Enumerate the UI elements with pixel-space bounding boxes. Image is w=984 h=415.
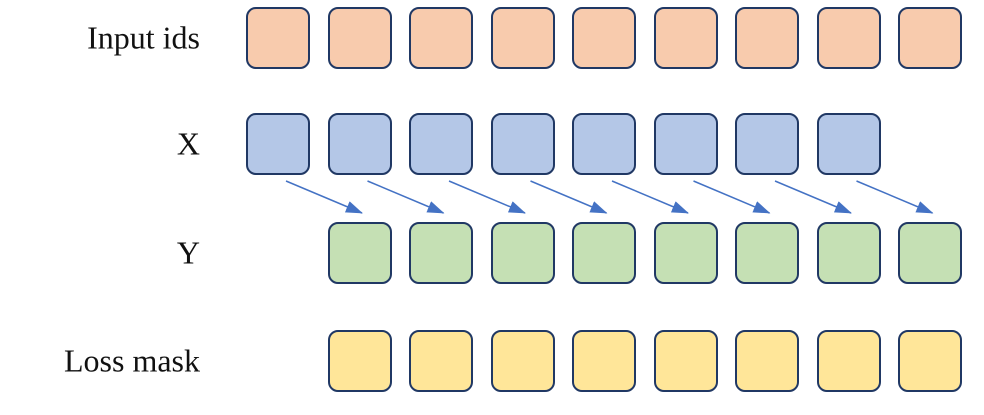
loss-mask-token-box [327, 330, 392, 392]
shift-arrow [285, 180, 363, 214]
shift-arrow [774, 180, 852, 214]
x-token-box [490, 113, 555, 175]
y-token-box [735, 222, 799, 284]
input-ids-token-box [409, 7, 473, 69]
y-token-box [898, 222, 962, 284]
shift-arrow [856, 180, 934, 214]
input-ids-token-box [898, 7, 962, 69]
shift-arrow [693, 180, 771, 214]
y-token-box [490, 222, 555, 284]
y-token-box [572, 222, 636, 284]
loss-mask-token-box [653, 330, 718, 392]
input-ids-token-box [246, 7, 310, 69]
y-token-box [816, 222, 881, 284]
loss-mask-token-box [735, 330, 799, 392]
loss-mask-token-box [572, 330, 636, 392]
row-label-x: X [176, 125, 200, 162]
input-ids-token-box [816, 7, 881, 69]
y-token-box [653, 222, 718, 284]
input-ids-token-box [653, 7, 718, 69]
x-token-box [653, 113, 718, 175]
x-token-box [735, 113, 799, 175]
y-token-box [327, 222, 392, 284]
x-token-box [409, 113, 473, 175]
x-token-box [246, 113, 310, 175]
shift-arrow [611, 180, 689, 214]
shift-arrow [367, 180, 445, 214]
loss-mask-token-box [816, 330, 881, 392]
x-token-box [572, 113, 636, 175]
row-label-loss-mask: Loss mask [64, 342, 200, 379]
input-ids-token-box [572, 7, 636, 69]
loss-mask-token-box [409, 330, 473, 392]
shift-arrow [448, 180, 526, 214]
row-label-y: Y [176, 234, 200, 271]
row-label-input-ids: Input ids [87, 19, 200, 56]
loss-mask-token-box [490, 330, 555, 392]
input-ids-token-box [327, 7, 392, 69]
x-token-box [816, 113, 881, 175]
input-ids-token-box [735, 7, 799, 69]
loss-mask-token-box [898, 330, 962, 392]
y-token-box [409, 222, 473, 284]
input-ids-token-box [490, 7, 555, 69]
x-token-box [327, 113, 392, 175]
shift-arrow [530, 180, 608, 214]
